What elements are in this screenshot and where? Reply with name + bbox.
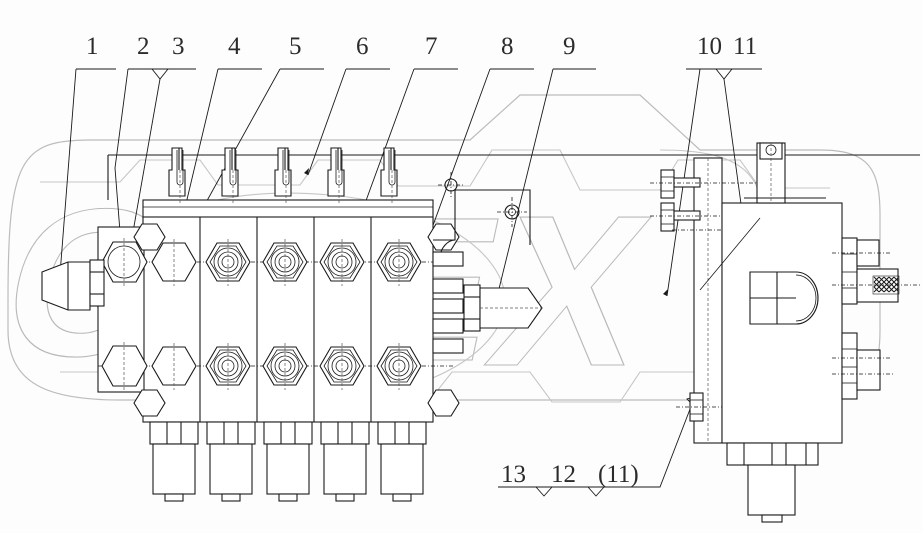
callout-number-9[interactable]: 9 (563, 33, 576, 60)
hex-fitting-endcap-upper (101, 238, 148, 288)
hex-fitting-stepped-lower-5 (376, 343, 422, 390)
flange-bolt-upper (650, 169, 760, 199)
callout-number-4[interactable]: 4 (228, 33, 241, 60)
left-inlet-fitting (41, 259, 105, 311)
right-side-port-upper (832, 237, 920, 305)
spool-housing-3 (263, 421, 313, 502)
lever-clevis-group (168, 147, 398, 205)
callout-number-11[interactable]: 11 (733, 33, 758, 60)
port-fittings-upper-row (101, 238, 422, 288)
spool-housing-1 (149, 421, 199, 502)
spool-housing-4 (320, 421, 370, 502)
right-side-port-lower (832, 332, 895, 400)
hex-fitting-plain-1 (151, 239, 197, 286)
hex-fitting-stepped-lower-2 (205, 343, 251, 390)
spool-housing-2 (206, 421, 256, 502)
flange-bolt-middle (650, 202, 760, 232)
callout-number-3[interactable]: 3 (172, 33, 185, 60)
spool-housings (149, 421, 427, 502)
port-fittings-lower-row (101, 342, 422, 392)
hex-fitting-stepped-lower-4 (319, 343, 365, 390)
hex-fitting-stepped-5 (376, 239, 422, 286)
callout-number-1[interactable]: 1 (86, 33, 99, 60)
hex-fitting-stepped-2 (205, 239, 251, 286)
auxiliary-valve-block (650, 142, 920, 523)
callout-number-7[interactable]: 7 (425, 33, 438, 60)
callout-number-5[interactable]: 5 (289, 33, 302, 60)
callout-number-8[interactable]: 8 (501, 33, 514, 60)
hex-fitting-endcap-lower (101, 342, 148, 392)
callout-leaders-bottom (498, 396, 695, 497)
callout-number-12[interactable]: 12 (551, 461, 576, 488)
hex-fitting-stepped-lower-3 (262, 343, 308, 390)
callout-number-11-ref[interactable]: (11) (598, 461, 639, 488)
datum-target-marks (438, 172, 527, 227)
hex-fitting-stepped-3 (262, 239, 308, 286)
hex-fitting-plain-lower-1 (151, 343, 197, 390)
hex-fitting-stepped-4 (319, 239, 365, 286)
right-transition-block (432, 189, 543, 354)
callout-number-6[interactable]: 6 (356, 33, 369, 60)
callout-number-2[interactable]: 2 (137, 33, 150, 60)
corner-hex-bolts (133, 223, 460, 417)
aux-bottom-spool (726, 442, 819, 523)
center-plug-detail (749, 271, 819, 325)
callout-number-13[interactable]: 13 (501, 461, 526, 488)
spool-housing-5 (377, 421, 427, 502)
callout-number-10[interactable]: 10 (697, 33, 722, 60)
knurl-hatch (873, 276, 899, 293)
main-valve-bank (41, 147, 920, 502)
